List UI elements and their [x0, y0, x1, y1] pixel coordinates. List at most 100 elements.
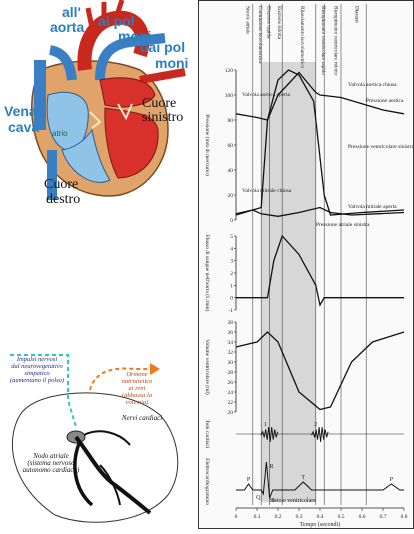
y-axis-label: Elettrocardiogramma [204, 458, 210, 505]
label-right-heart-1: Cuore [44, 177, 79, 192]
ecg-label-r: R [269, 464, 273, 470]
wiggers-chart: Sistole atriale Contrazione isovolumetric… [198, 0, 414, 529]
phase-label: Eiezione rapida [265, 6, 271, 39]
nerve-bundle-main [74, 435, 152, 515]
pulmonary-artery [95, 33, 166, 81]
phase-label: Sistole atriale [244, 6, 250, 35]
phase-label: Contrazione isovolumetrica [257, 6, 263, 64]
y-tick-label: 0 [230, 218, 233, 224]
y-tick-label: 80 [228, 118, 234, 124]
series-line [235, 331, 405, 411]
hormone-label-5: volemia) [125, 399, 149, 406]
y-tick-label: 100 [225, 93, 234, 99]
ecg-trace [236, 461, 404, 499]
series-line [235, 69, 405, 216]
x-tick-label: 0.3 [296, 514, 303, 520]
label-aorta-1: all' [62, 4, 81, 20]
ecg-label-t: T [301, 475, 305, 481]
hormone-label-3: ai reni [128, 385, 146, 392]
heart-drawing [31, 0, 186, 200]
ecg-label-p2: P [390, 477, 394, 483]
wiggers-diagram: Sistole atriale Contrazione isovolumetric… [198, 0, 414, 529]
x-tick-label: 0.4 [317, 514, 324, 520]
heart-outline [11, 392, 179, 523]
series-line [235, 71, 405, 121]
sympathetic-label-4: (aumentano il polso) [9, 377, 65, 384]
y-tick-label: 24 [228, 390, 234, 396]
y-tick-label: 4 [230, 246, 233, 252]
sympathetic-label-2: dal neurovegetativo [11, 363, 63, 370]
phase-label: Riempimento ventricolare ridotto [333, 6, 339, 76]
nerve-drawing [10, 354, 179, 523]
label-vena-1: Vena [4, 103, 37, 119]
y-tick-label: 20 [228, 410, 234, 416]
heart-illustration: all' aorta ai pol moni dai pol moni Vena… [0, 0, 195, 210]
ecg-label-systole: Sistole ventricolare [269, 498, 316, 504]
sympathetic-label-1: Impulsi nervosi [16, 356, 58, 363]
y-tick-label: -1 [228, 308, 233, 314]
x-tick-label: 0.2 [275, 514, 282, 520]
heart-sound-burst [260, 427, 279, 443]
y-tick-label: 2 [230, 271, 233, 277]
annotation-lv-pressure: Pressione ventricolare sinistra [348, 144, 414, 150]
annotation-mitral-open: Valvola mitrale aperta [348, 204, 397, 210]
sympathetic-label-3: simpatico [24, 370, 50, 377]
ecg-label-q: Q [256, 495, 261, 501]
label-aorta-2: aorta [50, 19, 85, 35]
label-left-heart-2: sinistro [142, 110, 184, 125]
x-tick-label: 0.7 [380, 514, 387, 520]
label-vena-2: cava [8, 119, 40, 135]
phase-labels: Sistole atriale Contrazione isovolumetric… [244, 6, 359, 76]
y-tick-label: 120 [225, 68, 234, 74]
y-tick-label: 3 [230, 259, 233, 265]
tricuspid-valve [89, 111, 102, 129]
label-right-heart-2: destro [46, 192, 81, 207]
y-tick-label: 28 [228, 370, 234, 376]
y-tick-label: 5 [230, 234, 233, 240]
node-label-3: autonomo cardiaco) [22, 466, 80, 474]
y-tick-label: 26 [228, 380, 234, 386]
x-tick-label: 0.8 [401, 514, 408, 520]
hormone-label-4: (abbassa la [121, 392, 153, 399]
y-axis-label: Flusso di sangue nell'aorta (L/min) [204, 235, 211, 312]
x-tick-label: 0.5 [338, 514, 345, 520]
y-axis-label: Toni cardiaci [204, 420, 210, 449]
nerve-bundle-left [73, 440, 94, 507]
annotation-aortic-pressure: Pressione aortica [366, 98, 404, 104]
x-tick-label: 0.6 [359, 514, 366, 520]
data-series [235, 69, 405, 499]
hormone-arrowhead [150, 363, 160, 375]
label-lungs-in-1: ai pol [98, 13, 135, 29]
y-tick-label: 38 [228, 320, 234, 326]
series-line [236, 234, 404, 307]
aortic-branches [85, 0, 125, 29]
right-ventricle [61, 128, 111, 183]
left-ventricle [104, 107, 159, 179]
y-tick-label: 60 [228, 143, 234, 149]
hormone-pathway [89, 367, 150, 391]
pulmonary-artery-left [48, 45, 77, 81]
heart-sound-burst [311, 427, 329, 443]
y-tick-label: 1 [230, 283, 233, 289]
x-tick-label: 0 [235, 514, 238, 520]
label-lungs-in-2: moni [118, 28, 152, 44]
label-lungs-out-2: moni [155, 55, 189, 71]
cardiac-nerves-diagram: Impulsi nervosi dal neurovegetativo simp… [0, 345, 197, 529]
annotation-mitral-closed: Valvola mitrale chiusa [242, 188, 292, 194]
y-tick-label: 32 [228, 350, 234, 356]
y-tick-label: 0 [230, 296, 233, 302]
label-atrio: atrio [52, 129, 68, 138]
y-axis-label: Pressione (mm di mercurio) [204, 114, 211, 176]
grid-lines [252, 4, 367, 505]
mitral-valve [117, 103, 133, 121]
annotation-aortic-open: Valvola aortica aperta [242, 92, 291, 98]
sympathetic-pathway [10, 354, 77, 428]
annotation-la-pressure: Pressione atriale sinistra [316, 222, 370, 228]
hormone-label-2: natriuretico [121, 378, 153, 385]
cardiac-nerves-label: Nervi cardiaci [121, 414, 163, 422]
node-label-2: (sistema nervoso [27, 459, 75, 467]
nerve-bundle-upper [83, 430, 131, 446]
phase-label: Rilasciamento isovolumetrico [299, 6, 305, 68]
